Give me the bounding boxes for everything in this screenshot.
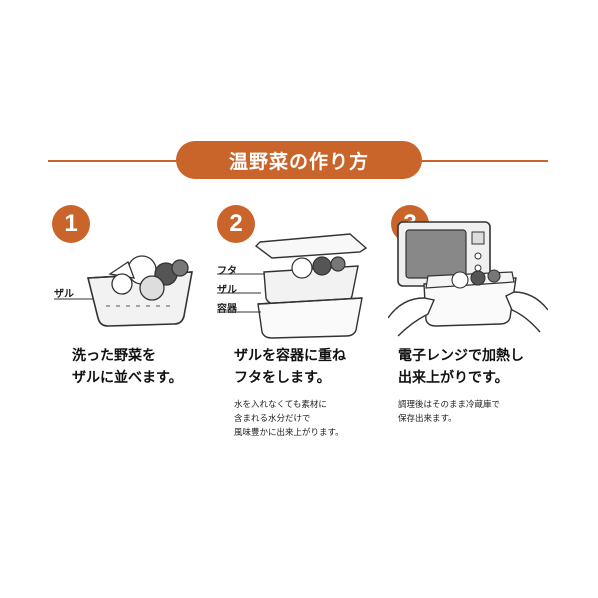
callout-container: 容器 [217, 304, 237, 315]
step-2-number: 2 [217, 205, 255, 243]
title-rule-right [418, 160, 548, 162]
step-1-heading: 洗った野菜を ザルに並べます。 [72, 348, 183, 386]
step-3-note: 調理後はそのまま冷蔵庫で 保存出来ます。 [398, 400, 501, 424]
step-3-heading: 電子レンジで加熱し 出来上がりです。 [398, 348, 524, 386]
page-title: 温野菜の作り方 [176, 141, 422, 179]
step-1-number: 1 [52, 205, 90, 243]
step-2-note: 水を入れなくても素材に 含まれる水分だけで 風味豊かに出来上がります。 [234, 400, 344, 438]
callout-colander: ザル [54, 289, 74, 300]
title-rule-left [48, 160, 180, 162]
callout-colander: ザル [217, 285, 237, 296]
callout-lid: フタ [217, 266, 237, 277]
stacked-container-illustration [254, 233, 368, 339]
microwave-with-hands-illustration [388, 221, 548, 337]
step-2-heading: ザルを容器に重ね フタをします。 [234, 348, 346, 386]
callout-line [54, 298, 94, 300]
colander-with-vegetables-illustration [86, 255, 193, 327]
callout-lines [217, 273, 265, 313]
